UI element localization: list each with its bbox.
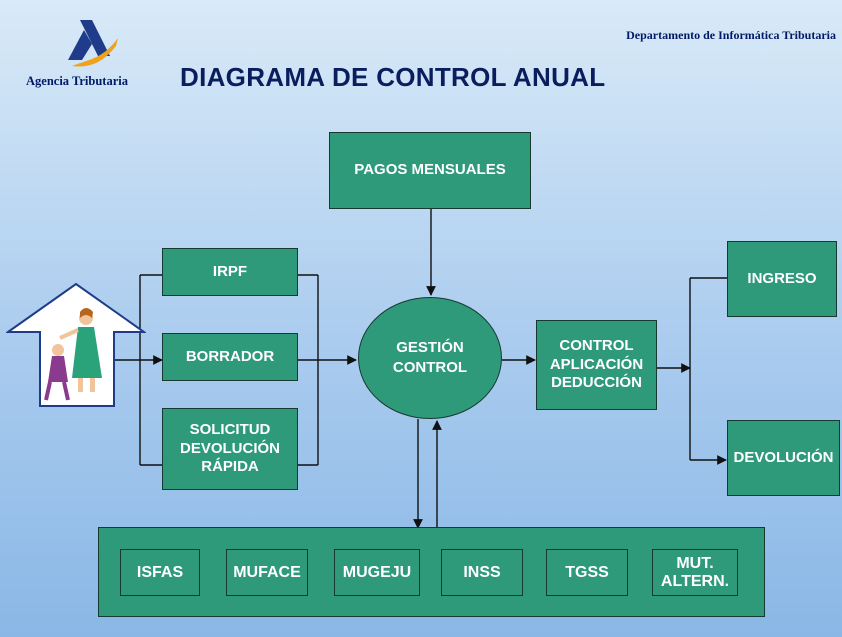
borrador-box: BORRADOR	[162, 333, 298, 381]
entity-isfas: ISFAS	[120, 549, 200, 596]
taxpayer-house-icon	[6, 282, 146, 407]
gestion-control-circle: GESTIÓN CONTROL	[358, 297, 502, 419]
control-aplicacion-box: CONTROL APLICACIÓN DEDUCCIÓN	[536, 320, 657, 410]
irpf-box: IRPF	[162, 248, 298, 296]
entity-mugeju: MUGEJU	[334, 549, 420, 596]
entity-tgss: TGSS	[546, 549, 628, 596]
entity-mut-altern: MUT. ALTERN.	[652, 549, 738, 596]
logo-text: Agencia Tributaria	[26, 74, 128, 88]
entity-inss: INSS	[441, 549, 523, 596]
pagos-mensuales-box: PAGOS MENSUALES	[329, 132, 531, 209]
department-label: Departamento de Informática Tributaria	[626, 28, 836, 42]
solicitud-devolucion-box: SOLICITUD DEVOLUCIÓN RÁPIDA	[162, 408, 298, 490]
entity-muface: MUFACE	[226, 549, 308, 596]
page-title: DIAGRAMA DE CONTROL ANUAL	[180, 62, 606, 92]
agencia-tributaria-logo-icon	[68, 20, 118, 67]
devolucion-box: DEVOLUCIÓN	[727, 420, 840, 496]
ingreso-box: INGRESO	[727, 241, 837, 317]
